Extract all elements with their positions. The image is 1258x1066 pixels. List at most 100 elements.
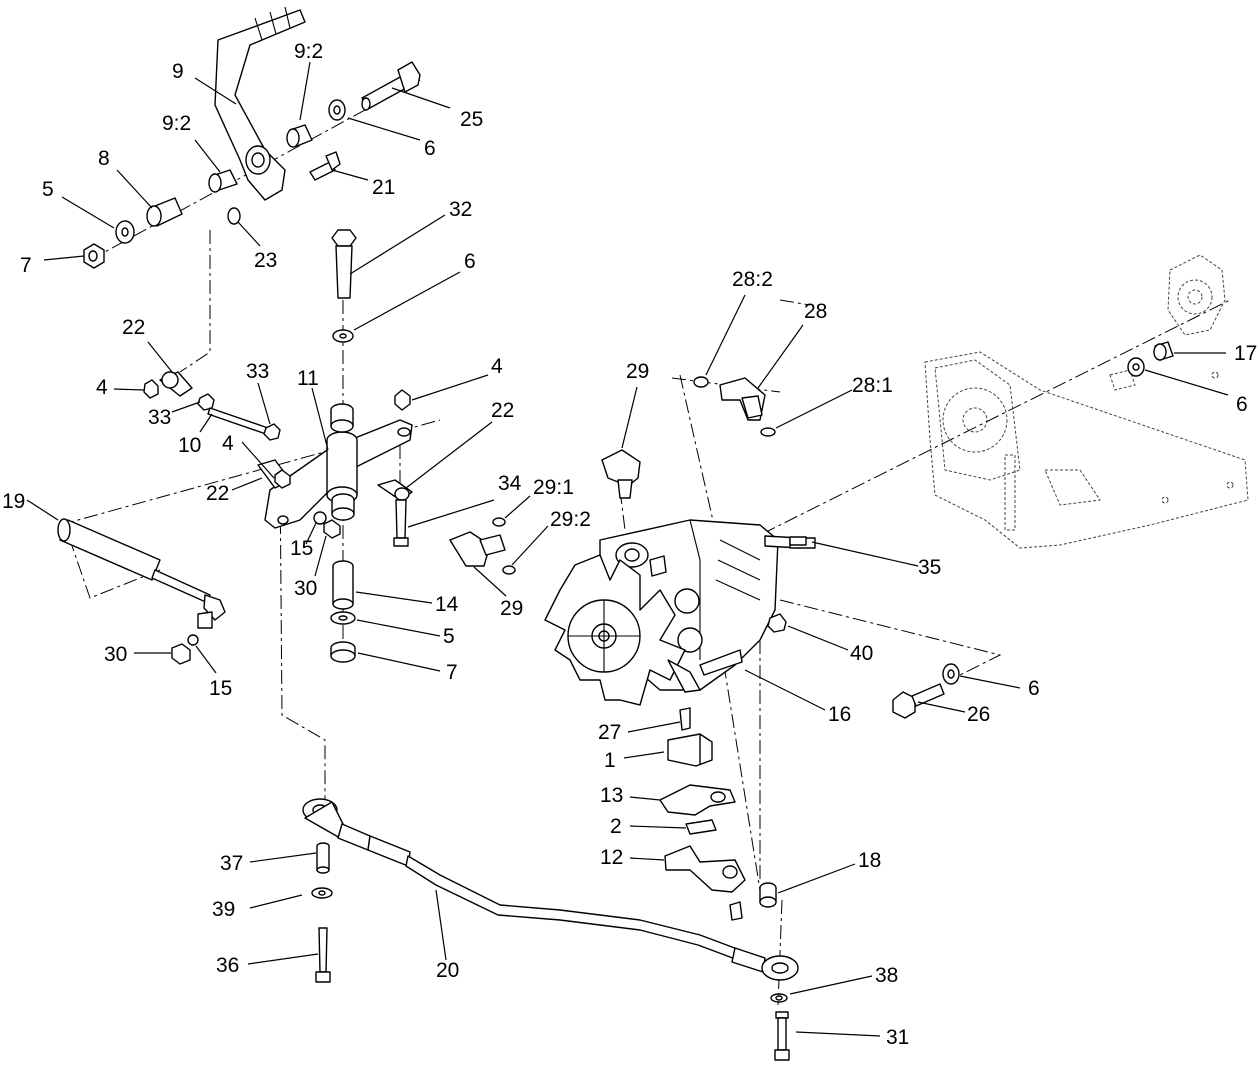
leader-lines [26,61,1229,1037]
bolt-34 [393,499,409,547]
bracket-13 [659,784,736,816]
oring-29-1 [492,517,506,527]
frame-bracket [924,254,1249,549]
nut-7-bottom [330,641,356,663]
callout-23: 23 [254,249,277,272]
rod-end-22-left [159,371,193,397]
bolt-26 [892,683,945,719]
callout-38: 38 [875,964,898,987]
washer-23 [227,207,241,225]
callout-11: 11 [297,367,319,390]
callout-33: 33 [246,360,269,383]
damper-19 [57,518,226,629]
callout-26: 26 [967,703,990,726]
callout-17: 17 [1234,342,1257,365]
callout-29: 29 [500,597,523,620]
bushing-17 [1153,341,1174,361]
washer-38 [770,993,788,1003]
bracket-12 [664,845,746,893]
bracket-16 [699,649,743,676]
washer-15-lower [187,634,199,646]
bushing-9-2-upper [286,124,313,148]
washer-6-lower-right-hole [947,669,955,679]
bushing-11-bottom [331,493,355,521]
callout-8: 8 [98,147,110,170]
callout-22: 22 [206,482,229,505]
switch-1 [667,733,713,767]
callout-22: 22 [491,399,514,422]
callout-27: 27 [598,721,621,744]
callout-29-2: 29:2 [550,508,591,531]
callout-31: 31 [886,1026,909,1049]
screw-27 [679,707,691,731]
callout-33: 33 [148,406,171,429]
spring-16 [667,659,701,693]
callout-30: 30 [294,577,317,600]
callout-30: 30 [104,643,127,666]
callout-5: 5 [42,178,54,201]
callout-9: 9 [172,60,184,83]
nut-4-left [143,379,159,399]
callout-18: 18 [858,849,881,872]
callout-5: 5 [443,625,455,648]
callout-14: 14 [435,593,459,616]
callout-19: 19 [2,490,25,513]
nut-4-right [394,389,411,411]
callout-22: 22 [122,316,145,339]
callout-4: 4 [491,355,503,378]
callout-13: 13 [600,784,623,807]
callout-28-2: 28:2 [732,268,773,291]
bushing-18 [759,882,777,908]
nut-4-center [274,469,291,489]
bushing-8 [146,197,183,227]
callout-20: 20 [436,959,459,982]
cooling-fan [544,554,686,706]
callout-9-2: 9:2 [294,40,323,63]
callout-40: 40 [850,642,873,665]
callout-7: 7 [20,254,32,277]
oring-28-1 [760,427,776,437]
callout-25: 25 [460,108,483,131]
callout-39: 39 [212,898,235,921]
spacer-2 [685,819,717,835]
callout-6: 6 [1028,677,1040,700]
callout-1: 1 [604,749,616,772]
callout-21: 21 [372,176,395,199]
nut-40 [767,613,787,633]
fitting-28 [719,377,766,421]
bolt-36 [315,927,331,983]
washer-15-upper [313,511,327,525]
callout-15: 15 [290,537,313,560]
bolt-32 [331,229,357,299]
spacer-37 [316,842,330,874]
washer-6-top-hole [333,105,341,115]
tie-rod-20 [302,798,799,981]
fitting-29-upper [601,449,641,499]
screw-12 [729,901,743,921]
bushing-11-top [330,403,354,433]
callout-28-1: 28:1 [852,374,893,397]
nut-30-lower [171,643,191,665]
callout-16: 16 [828,703,851,726]
fitting-29-lower [449,531,506,567]
washer-6-right-hole [1132,363,1140,371]
callout-34: 34 [498,472,522,495]
callout-32: 32 [449,198,472,221]
rod-end-22-right [377,479,413,501]
callout-6: 6 [464,250,476,273]
callouts: 9 9:2 25 6 9:2 8 21 5 7 23 32 6 28:2 28 … [2,40,1257,1049]
callout-2: 2 [610,815,622,838]
washer-5-top [115,220,135,244]
callout-7: 7 [446,661,458,684]
rod-10 [207,407,269,435]
callout-28: 28 [804,300,827,323]
oring-28-2 [693,376,709,388]
callout-12: 12 [600,846,623,869]
callout-6: 6 [424,137,436,160]
callout-29-1: 29:1 [533,476,574,499]
callout-4: 4 [96,376,108,399]
washer-5-bottom [330,611,356,625]
nut-33-left [197,393,215,411]
